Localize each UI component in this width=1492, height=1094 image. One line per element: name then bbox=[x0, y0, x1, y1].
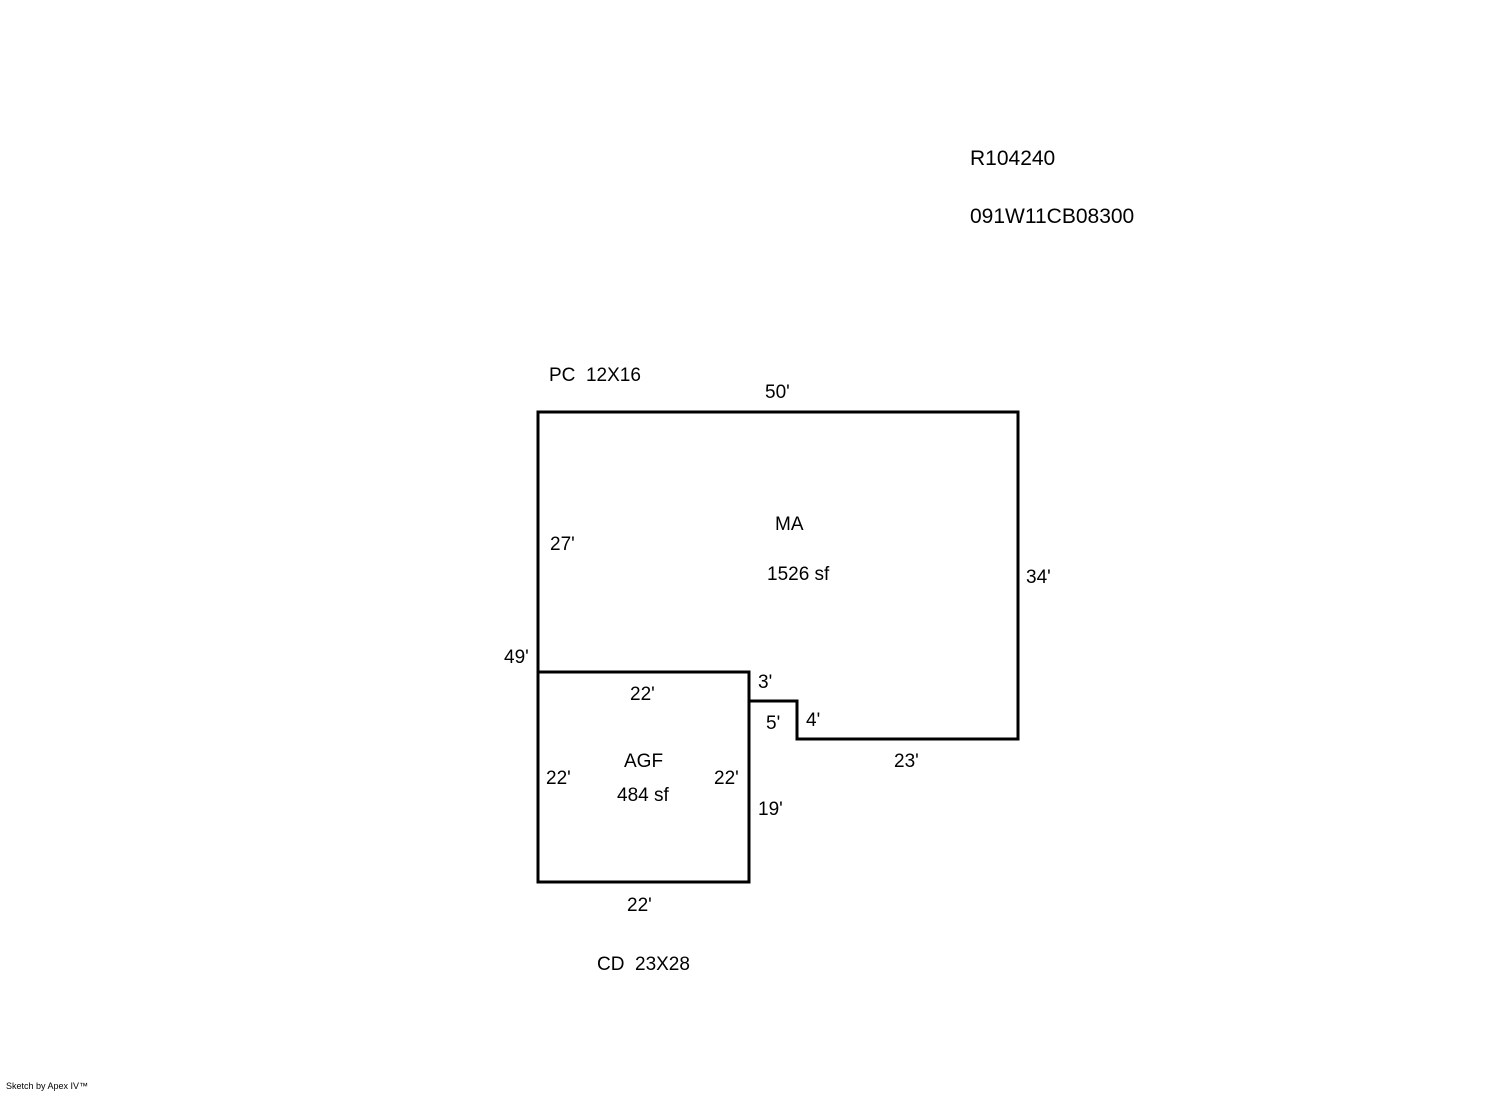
parcel-number: 091W11CB08300 bbox=[970, 205, 1134, 228]
main-area-code: MA bbox=[775, 514, 804, 535]
deck-label: CD 23X28 bbox=[597, 954, 690, 975]
dim-garage-bottom: 22' bbox=[627, 895, 652, 916]
garage-outline bbox=[536, 670, 751, 884]
dim-main-top: 50' bbox=[765, 382, 790, 403]
dim-main-bottom: 23' bbox=[894, 751, 919, 772]
dim-notch-right: 4' bbox=[806, 710, 820, 731]
main-area-size: 1526 sf bbox=[767, 564, 830, 585]
porch-label: PC 12X16 bbox=[549, 365, 641, 386]
sketch-credit: Sketch by Apex IV™ bbox=[6, 1081, 89, 1091]
dim-main-left-upper: 27' bbox=[550, 534, 575, 555]
dim-notch-width: 5' bbox=[766, 713, 780, 734]
dim-garage-right: 22' bbox=[714, 768, 739, 789]
dim-garage-left: 22' bbox=[546, 768, 571, 789]
garage-size: 484 sf bbox=[617, 785, 669, 806]
dim-notch-lower: 19' bbox=[758, 799, 783, 820]
dim-notch-top: 3' bbox=[758, 672, 772, 693]
dim-garage-top: 22' bbox=[630, 684, 655, 705]
garage-code: AGF bbox=[624, 751, 663, 772]
dim-main-right: 34' bbox=[1026, 567, 1051, 588]
record-id: R104240 bbox=[970, 147, 1055, 170]
dim-main-left-total: 49' bbox=[504, 647, 529, 668]
